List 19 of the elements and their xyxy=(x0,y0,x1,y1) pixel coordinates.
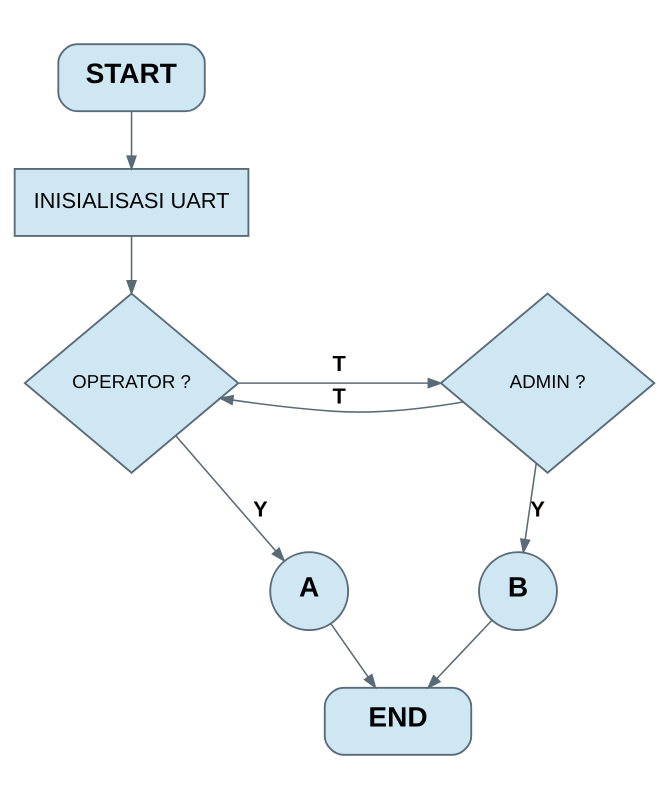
edge-label: T xyxy=(332,384,346,409)
arrow xyxy=(238,378,444,389)
edge-label: Y xyxy=(530,496,545,522)
node-circle: B xyxy=(478,551,558,632)
node-box: START xyxy=(57,43,206,112)
arrow xyxy=(126,112,137,171)
arrow xyxy=(126,236,137,296)
node-diamond: OPERATOR ? xyxy=(23,292,240,474)
node-diamond: ADMIN ? xyxy=(439,292,656,474)
arrow xyxy=(520,463,537,554)
arrow xyxy=(218,394,464,413)
arrow xyxy=(426,620,492,690)
node-circle: A xyxy=(269,551,350,632)
node-box: END xyxy=(324,686,472,756)
edge-label: T xyxy=(332,350,346,376)
arrow xyxy=(330,624,377,690)
arrow xyxy=(175,435,286,562)
edge-label: Y xyxy=(253,496,268,522)
node-box: INISIALISASI UART xyxy=(14,168,250,237)
